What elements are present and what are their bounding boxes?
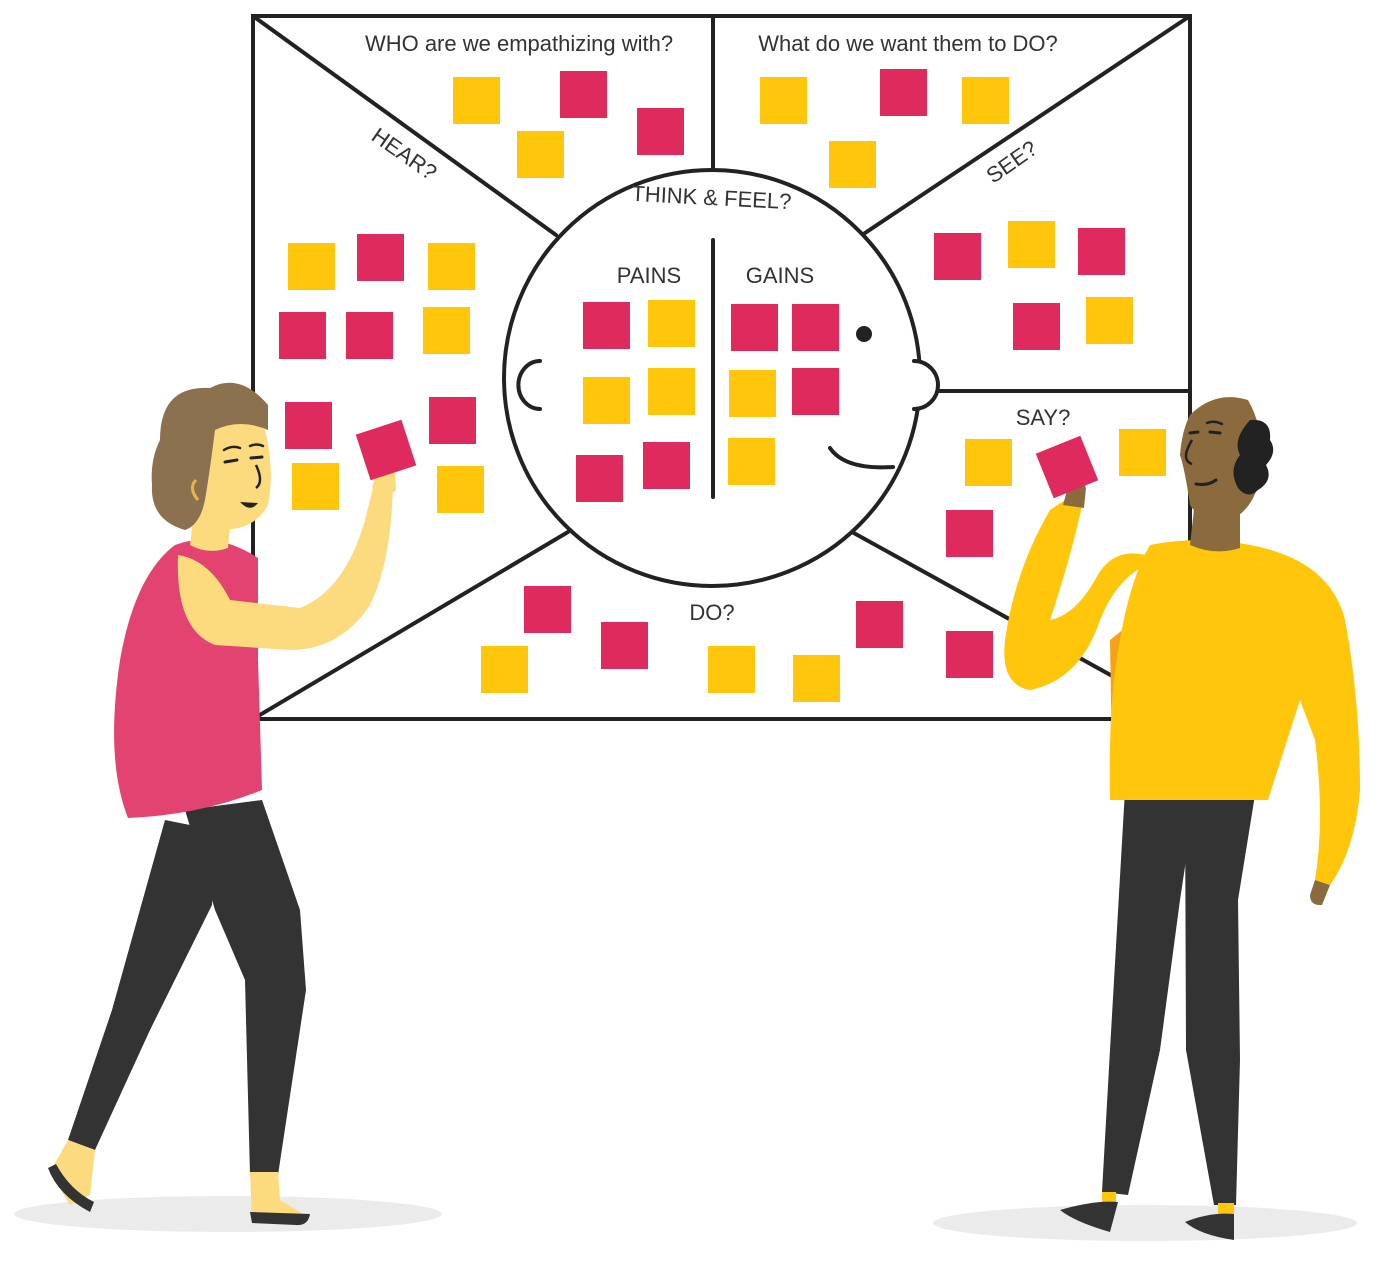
sticky-note-yellow[interactable]: [728, 438, 775, 485]
sticky-note-pink[interactable]: [856, 601, 903, 648]
left-person-nose: [254, 464, 262, 489]
left-person-front-foot: [250, 1172, 305, 1218]
sticky-note-pink[interactable]: [1078, 228, 1125, 275]
left-person-back-shoe: [48, 1164, 94, 1212]
board-diagonal-do-left: [251, 530, 570, 721]
sticky-note-pink[interactable]: [285, 402, 332, 449]
sticky-note-pink[interactable]: [946, 631, 993, 678]
sticky-note-yellow[interactable]: [517, 131, 564, 178]
sticky-note-yellow[interactable]: [481, 646, 528, 693]
sticky-note-pink[interactable]: [576, 455, 623, 502]
head-back-ear: [516, 359, 542, 411]
head-smile: [828, 446, 895, 470]
sticky-note-pink[interactable]: [637, 108, 684, 155]
sticky-note-yellow[interactable]: [793, 655, 840, 702]
sticky-note-pink[interactable]: [583, 302, 630, 349]
sticky-note-pink[interactable]: [357, 234, 404, 281]
sticky-note-yellow[interactable]: [423, 307, 470, 354]
left-person-mouth: [240, 502, 258, 508]
goal-label: What do we want them to DO?: [758, 31, 1058, 56]
sticky-note-yellow[interactable]: [292, 463, 339, 510]
right-person-front-leg: [1185, 790, 1255, 1205]
board-diagonal-hear: [251, 14, 558, 237]
right-person-mouth: [1194, 478, 1218, 486]
sticky-note-pink[interactable]: [643, 442, 690, 489]
right-person-sweater: [1109, 540, 1360, 885]
sticky-note-pink[interactable]: [601, 622, 648, 669]
sticky-note-yellow[interactable]: [1086, 297, 1133, 344]
head-eye: [856, 326, 872, 342]
right-person-nose: [1184, 439, 1194, 466]
sticky-note-yellow[interactable]: [437, 466, 484, 513]
who-label: WHO are we empathizing with?: [365, 31, 673, 56]
right-person-front-shoe: [1185, 1213, 1234, 1240]
right-person-back-leg: [1102, 790, 1195, 1195]
right-person-front-sock: [1218, 1203, 1234, 1215]
floor-shadow-left: [14, 1196, 442, 1232]
sticky-note-yellow[interactable]: [965, 439, 1012, 486]
sticky-note-pink[interactable]: [279, 312, 326, 359]
sticky-note-yellow[interactable]: [829, 141, 876, 188]
board-diagonal-see: [860, 14, 1192, 237]
sticky-note-yellow[interactable]: [760, 77, 807, 124]
sticky-note-yellow[interactable]: [1119, 429, 1166, 476]
sticky-note-yellow[interactable]: [708, 646, 755, 693]
held-sticky-note-pink[interactable]: [355, 419, 417, 481]
sticky-note-yellow[interactable]: [428, 243, 475, 290]
pains-label: PAINS: [617, 263, 681, 288]
sticky-note-yellow[interactable]: [729, 370, 776, 417]
right-person-hair: [1233, 419, 1274, 495]
sticky-note-yellow[interactable]: [453, 77, 500, 124]
left-person-front-leg: [185, 800, 306, 1175]
right-person-back-shoe: [1060, 1201, 1118, 1232]
person-right: [1004, 397, 1360, 1240]
sticky-note-pink[interactable]: [560, 71, 607, 118]
left-person-ear: [191, 478, 200, 501]
sticky-note-pink[interactable]: [524, 586, 571, 633]
person-left: [48, 382, 417, 1226]
right-person-back-sock: [1102, 1192, 1116, 1204]
right-person-other-hand: [1310, 880, 1330, 906]
gains-label: GAINS: [746, 263, 814, 288]
do-label: DO?: [689, 600, 734, 625]
right-person-brow: [1205, 420, 1224, 426]
left-person-hair: [151, 382, 268, 530]
floor-shadow-right: [933, 1205, 1357, 1241]
sticky-note-yellow[interactable]: [1008, 221, 1055, 268]
sticky-note-pink[interactable]: [880, 69, 927, 116]
sticky-note-yellow[interactable]: [583, 377, 630, 424]
say-label: SAY?: [1016, 405, 1071, 430]
sticky-note-pink[interactable]: [346, 312, 393, 359]
sticky-note-pink[interactable]: [731, 304, 778, 351]
right-person-eyes: [1188, 430, 1222, 435]
sticky-note-yellow[interactable]: [648, 368, 695, 415]
left-person-front-shoe: [250, 1212, 310, 1226]
sticky-note-pink[interactable]: [792, 304, 839, 351]
sticky-note-pink[interactable]: [1013, 303, 1060, 350]
sticky-note-pink[interactable]: [934, 233, 981, 280]
sticky-note-yellow[interactable]: [962, 77, 1009, 124]
left-person-eyes: [223, 455, 264, 464]
sticky-note-pink[interactable]: [429, 397, 476, 444]
sticky-note-pink[interactable]: [946, 510, 993, 557]
left-person-brows: [222, 443, 265, 452]
sticky-note-pink[interactable]: [792, 368, 839, 415]
sticky-note-yellow[interactable]: [648, 300, 695, 347]
left-person-back-leg: [68, 820, 215, 1150]
sticky-note-yellow[interactable]: [288, 243, 335, 290]
held-sticky-note-pink-right[interactable]: [1035, 435, 1099, 499]
left-person-arm: [177, 480, 393, 650]
sticky-notes: [279, 69, 1166, 702]
head-ear: [912, 359, 940, 411]
right-person-arm: [1004, 500, 1160, 690]
